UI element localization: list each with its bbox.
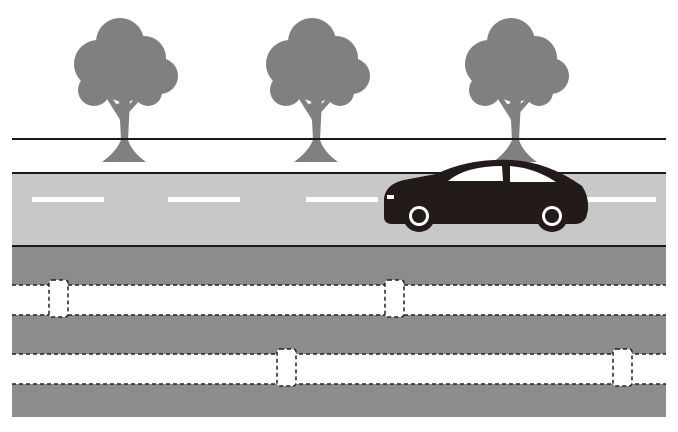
tree-canopy-part: [326, 78, 354, 106]
underground-pipe: [12, 348, 666, 387]
tree-trunk: [493, 100, 537, 162]
tree-canopy-part: [525, 78, 553, 106]
tree-icon: [74, 18, 178, 162]
tree-canopy-part: [469, 74, 501, 106]
car-window-front: [448, 166, 503, 181]
car-hub: [412, 209, 426, 223]
car-hub: [545, 209, 559, 223]
tree-icon: [465, 18, 569, 162]
car-window-rear: [510, 166, 556, 182]
pipe-joint: [612, 348, 633, 387]
lane-dash: [32, 197, 104, 202]
lane-dash: [584, 197, 656, 202]
tree-icon: [266, 18, 370, 162]
pipe-joint: [48, 279, 69, 318]
pipe-joint: [276, 348, 297, 387]
tree-canopy-part: [78, 74, 110, 106]
tree-trunk: [294, 100, 338, 162]
pipe-body: [12, 285, 666, 315]
tree-trunk: [102, 100, 146, 162]
car-headlight: [387, 195, 394, 199]
underground-soil: [12, 247, 666, 417]
tree-canopy-part: [134, 78, 162, 106]
underground-pipe: [12, 279, 666, 318]
tree-canopy-part: [270, 74, 302, 106]
pipe-joint: [384, 279, 405, 318]
car-icon: [384, 159, 589, 232]
lane-dash: [306, 197, 378, 202]
pipe-body: [12, 354, 666, 384]
lane-dash: [168, 197, 240, 202]
